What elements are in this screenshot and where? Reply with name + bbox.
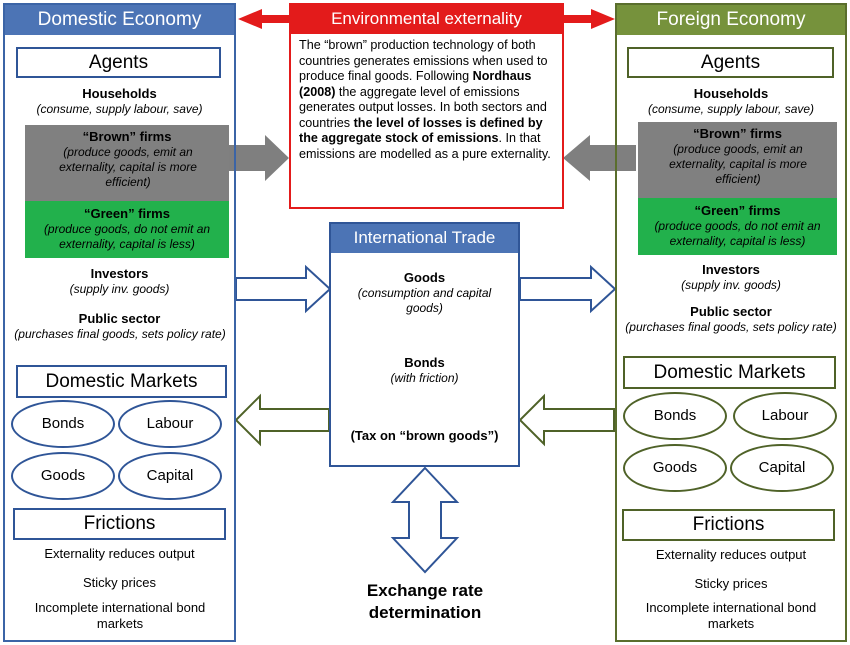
foreign-brown-firms-box bbox=[638, 122, 837, 198]
env-bold-nordhaus: Nordhaus (2008) bbox=[299, 69, 532, 99]
trade-to-foreign-arrow bbox=[519, 264, 617, 314]
foreign-households: Households bbox=[693, 86, 769, 101]
international-trade-title: International Trade bbox=[331, 224, 518, 253]
foreign-friction-externality: Externality reduces output bbox=[655, 547, 807, 562]
foreign-friction-bond-markets: Incomplete international bond markets bbox=[645, 600, 817, 631]
env-text-2: the aggregate level of emissions generat… bbox=[299, 84, 547, 130]
exchange-rate-label-line2: determination bbox=[368, 603, 482, 622]
domestic-investors-desc: (supply inv. goods) bbox=[69, 282, 170, 296]
trade-bonds-desc: (with friction) bbox=[390, 371, 459, 385]
foreign-brown-firms: “Brown” firms bbox=[693, 126, 782, 141]
domestic-public-sector-desc: (purchases final goods, sets policy rate… bbox=[14, 327, 226, 341]
env-bold-losses: the level of losses is defined by the ag… bbox=[299, 115, 543, 146]
env-left-red-arrow bbox=[238, 9, 290, 29]
foreign-economy-panel bbox=[615, 3, 847, 642]
environment-description: The “brown” production technology of bot… bbox=[291, 36, 562, 208]
domestic-brown-grey-arrow bbox=[229, 135, 289, 181]
domestic-brown-firms-desc: (produce goods, emit an externality, cap… bbox=[59, 145, 197, 189]
foreign-public-sector-desc: (purchases final goods, sets policy rate… bbox=[625, 320, 837, 334]
trade-tax-brown-goods: (Tax on “brown goods”) bbox=[350, 428, 499, 443]
foreign-to-trade-arrow bbox=[518, 393, 615, 447]
trade-goods: Goods bbox=[403, 270, 446, 285]
foreign-agents-title: Agents bbox=[627, 47, 834, 78]
domestic-markets-title: Domestic Markets bbox=[16, 365, 227, 398]
env-text-1: The “brown” production technology of bot… bbox=[299, 38, 548, 83]
foreign-friction-sticky-prices: Sticky prices bbox=[694, 576, 768, 591]
trade-bonds: Bonds bbox=[404, 355, 445, 370]
env-right-red-arrow bbox=[563, 9, 615, 29]
foreign-markets-title: Domestic Markets bbox=[623, 356, 836, 389]
domestic-households: Households bbox=[82, 86, 157, 101]
exchange-rate-label-line1: Exchange rate bbox=[366, 581, 484, 600]
foreign-brown-grey-arrow bbox=[563, 135, 636, 181]
domestic-frictions-title: Frictions bbox=[13, 508, 226, 540]
international-trade-box bbox=[329, 222, 520, 467]
trade-to-domestic-arrow bbox=[234, 393, 330, 447]
trade-goods-desc: (consumption and capital goods) bbox=[357, 286, 492, 315]
exchange-double-arrow bbox=[390, 466, 460, 574]
domestic-friction-sticky-prices: Sticky prices bbox=[83, 575, 156, 590]
env-text-3: . In that emissions are modelled as a pu… bbox=[299, 131, 551, 161]
foreign-green-firms-desc: (produce goods, do not emit an externali… bbox=[654, 219, 821, 248]
foreign-economy-title: Foreign Economy bbox=[617, 5, 845, 35]
domestic-economy-panel bbox=[3, 3, 236, 642]
foreign-brown-firms-desc: (produce goods, emit an externality, cap… bbox=[669, 142, 807, 186]
domestic-agents-title: Agents bbox=[16, 47, 221, 78]
foreign-market-capital: Capital bbox=[730, 444, 834, 492]
domestic-investors: Investors bbox=[90, 266, 149, 281]
domestic-market-goods: Goods bbox=[11, 452, 115, 500]
domestic-market-labour: Labour bbox=[118, 400, 222, 448]
environment-box bbox=[289, 3, 564, 209]
domestic-friction-externality: Externality reduces output bbox=[44, 546, 195, 561]
domestic-market-capital: Capital bbox=[118, 452, 222, 500]
domestic-green-firms-desc: (produce goods, do not emit an externali… bbox=[43, 222, 211, 251]
foreign-public-sector: Public sector bbox=[690, 304, 772, 319]
domestic-green-firms-box bbox=[25, 201, 229, 258]
foreign-green-firms-box bbox=[638, 198, 837, 255]
domestic-brown-firms-box bbox=[25, 125, 229, 201]
domestic-friction-bond-markets: Incomplete international bond markets bbox=[34, 600, 206, 631]
domestic-public-sector: Public sector bbox=[78, 311, 161, 326]
domestic-market-bonds: Bonds bbox=[11, 400, 115, 448]
environment-title: Environmental externality bbox=[291, 5, 562, 34]
foreign-investors-desc: (supply inv. goods) bbox=[681, 278, 781, 292]
foreign-investors: Investors bbox=[702, 262, 760, 277]
domestic-to-trade-arrow bbox=[235, 264, 332, 314]
domestic-green-firms: “Green” firms bbox=[84, 206, 170, 221]
foreign-households-desc: (consume, supply labour, save) bbox=[647, 102, 815, 116]
foreign-green-firms: “Green” firms bbox=[694, 203, 781, 218]
foreign-market-bonds: Bonds bbox=[623, 392, 727, 440]
domestic-economy-title: Domestic Economy bbox=[5, 5, 234, 35]
foreign-market-labour: Labour bbox=[733, 392, 837, 440]
domestic-households-desc: (consume, supply labour, save) bbox=[36, 102, 203, 116]
domestic-brown-firms: “Brown” firms bbox=[82, 129, 172, 144]
foreign-frictions-title: Frictions bbox=[622, 509, 835, 541]
foreign-market-goods: Goods bbox=[623, 444, 727, 492]
